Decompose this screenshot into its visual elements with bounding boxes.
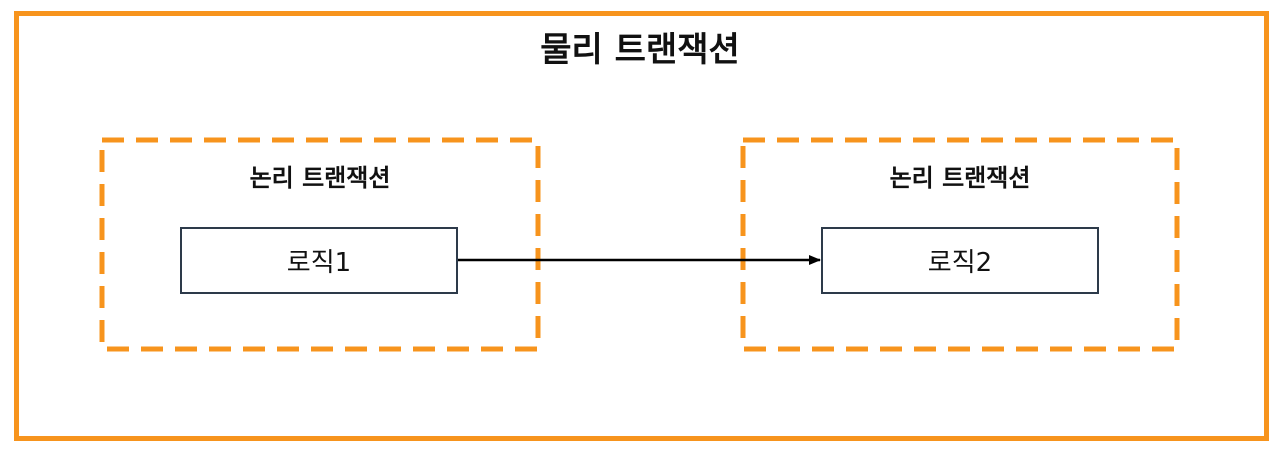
logic-box-2-label: 로직2 (927, 248, 993, 278)
logic-box-1-label: 로직1 (286, 248, 352, 278)
logical-transaction-label-1: 논리 트랜잭션 (249, 164, 391, 192)
logical-transaction-group-2-border (740, 137, 1180, 352)
diagram-title: 물리 트랜잭션 (540, 30, 740, 70)
logical-transaction-label-2: 논리 트랜잭션 (889, 164, 1031, 192)
physical-transaction-frame (14, 11, 1269, 441)
logical-transaction-group-1-border (99, 137, 541, 352)
logic-box-2: 로직2 (821, 227, 1099, 294)
logic-box-1: 로직1 (180, 227, 458, 294)
